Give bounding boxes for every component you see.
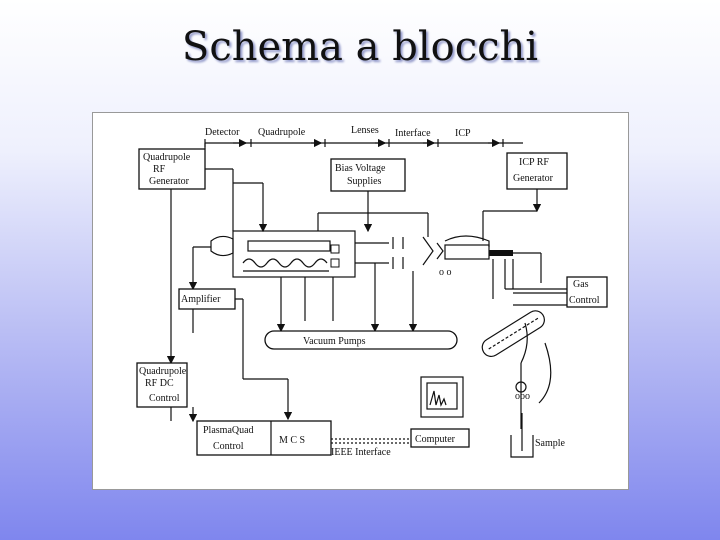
sample-beaker	[510, 413, 534, 458]
quadrupole-rf-generator-line3: Generator	[149, 176, 190, 187]
computer-block	[410, 428, 470, 448]
plasmaquad-line2: Control	[213, 441, 244, 452]
slide-title: Schema a blocchi	[181, 24, 539, 70]
section-dimension-line	[204, 138, 523, 148]
icp-ms-schematic: Detector Quadrupole Lenses Interface ICP…	[136, 125, 608, 458]
quadrupole-rf-dc-line2: RF DC	[145, 378, 174, 389]
section-label-lenses: Lenses	[351, 125, 379, 136]
vacuum-pumps-block	[264, 330, 458, 350]
plasmaquad-control-block	[196, 420, 332, 456]
section-label-detector: Detector	[205, 127, 240, 138]
peristaltic-pump: ooo	[515, 381, 530, 402]
amplifier-label: Amplifier	[181, 294, 221, 305]
bias-voltage-line1: Bias Voltage	[335, 163, 386, 174]
connection-lines	[166, 143, 567, 444]
plasmaquad-line1: PlasmaQuad	[203, 425, 254, 436]
vacuum-pumps-label: Vacuum Pumps	[303, 336, 366, 347]
icp-torch: o o	[439, 235, 514, 299]
computer-label: Computer	[415, 434, 456, 445]
section-label-icp: ICP	[455, 128, 471, 139]
quadrupole-rf-dc-line3: Control	[149, 393, 180, 404]
gas-control-line1: Gas	[573, 279, 589, 290]
section-label-interface: Interface	[395, 128, 431, 139]
bias-voltage-line2: Supplies	[347, 176, 382, 187]
quadrupole-rf-generator-line1: Quadrupole	[143, 152, 191, 163]
gas-control-block	[566, 276, 608, 308]
quadrupole-rf-generator-block	[138, 148, 206, 190]
quadrupole-rf-dc-control-block	[136, 362, 188, 408]
spray-chamber	[481, 310, 545, 357]
gas-control-line2: Control	[569, 295, 600, 306]
block-diagram: Detector Quadrupole Lenses Interface ICP…	[92, 112, 629, 490]
quadrupole-rf-dc-line1: Quadrupole	[139, 366, 187, 377]
icp-rf-generator-line2: Generator	[513, 173, 554, 184]
quadrupole-rf-generator-line2: RF	[153, 164, 166, 175]
svg-text:ooo: ooo	[515, 391, 530, 402]
icp-rf-generator-line1: ICP RF	[519, 157, 549, 168]
bias-voltage-supplies-block	[330, 158, 406, 192]
section-label-quadrupole: Quadrupole	[258, 127, 306, 138]
sample-label: Sample	[535, 438, 566, 449]
computer-monitor	[420, 376, 464, 418]
svg-text:o o: o o	[439, 267, 452, 278]
mcs-label: M C S	[279, 435, 305, 446]
amplifier-block	[178, 288, 236, 310]
ieee-interface-label: IEEE Interface	[331, 447, 391, 458]
mass-spectrometer-housing	[210, 230, 444, 278]
